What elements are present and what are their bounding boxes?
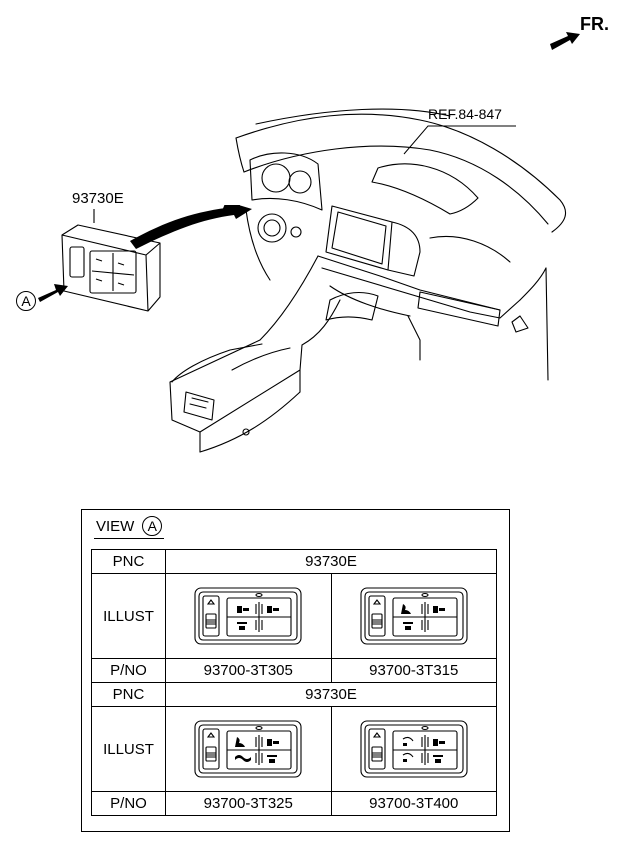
view-a-arrow-icon	[38, 284, 68, 302]
front-direction-label: FR.	[580, 14, 609, 34]
table-row: P/NO 93700-3T305 93700-3T315	[91, 658, 497, 683]
view-a-callout: A	[16, 291, 36, 311]
illust-header: ILLUST	[91, 573, 166, 659]
pnc-header: PNC	[91, 682, 166, 707]
part-number-label: 93730E	[72, 190, 124, 207]
front-arrow-icon	[550, 32, 580, 50]
part-number-cell: 93700-3T325	[165, 791, 332, 816]
part-number-cell: 93700-3T315	[330, 658, 497, 683]
table-row: P/NO 93700-3T325 93700-3T400	[91, 791, 497, 816]
dashboard-diagram: FR. REF.84-847 93730E A	[16, 14, 609, 453]
view-a-circle: A	[16, 291, 36, 311]
table-row: PNC 93730E	[91, 549, 497, 574]
parts-table: PNC 93730E ILLUST	[91, 549, 497, 816]
view-a-panel: VIEW A PNC 93730E ILLUST	[81, 509, 510, 832]
switch-illustration-3t305	[165, 573, 332, 659]
pno-header: P/NO	[91, 791, 166, 816]
illust-header: ILLUST	[91, 706, 166, 792]
switch-panel-icon	[194, 720, 302, 778]
switch-panel-icon	[360, 720, 468, 778]
reference-leader-line	[403, 125, 516, 155]
view-callout-circle: A	[142, 516, 163, 536]
table-row: ILLUST	[91, 573, 497, 659]
switch-illustration-3t315	[330, 573, 497, 659]
view-title: VIEW	[96, 517, 135, 535]
switch-module-exploded	[61, 205, 252, 312]
table-row: PNC 93730E	[91, 682, 497, 707]
view-heading: VIEW A	[94, 516, 165, 539]
reference-label: REF.84-847	[428, 106, 502, 122]
switch-illustration-3t400	[330, 706, 497, 792]
pnc-header: PNC	[91, 549, 166, 574]
pnc-value: 93730E	[165, 682, 497, 707]
part-number-cell: 93700-3T400	[330, 791, 497, 816]
part-number-cell: 93700-3T305	[165, 658, 332, 683]
switch-illustration-3t325	[165, 706, 332, 792]
switch-panel-icon	[194, 587, 302, 645]
dashboard-illustration	[169, 108, 567, 453]
switch-panel-icon	[360, 587, 468, 645]
table-row: ILLUST	[91, 706, 497, 792]
pno-header: P/NO	[91, 658, 166, 683]
pnc-value: 93730E	[165, 549, 497, 574]
